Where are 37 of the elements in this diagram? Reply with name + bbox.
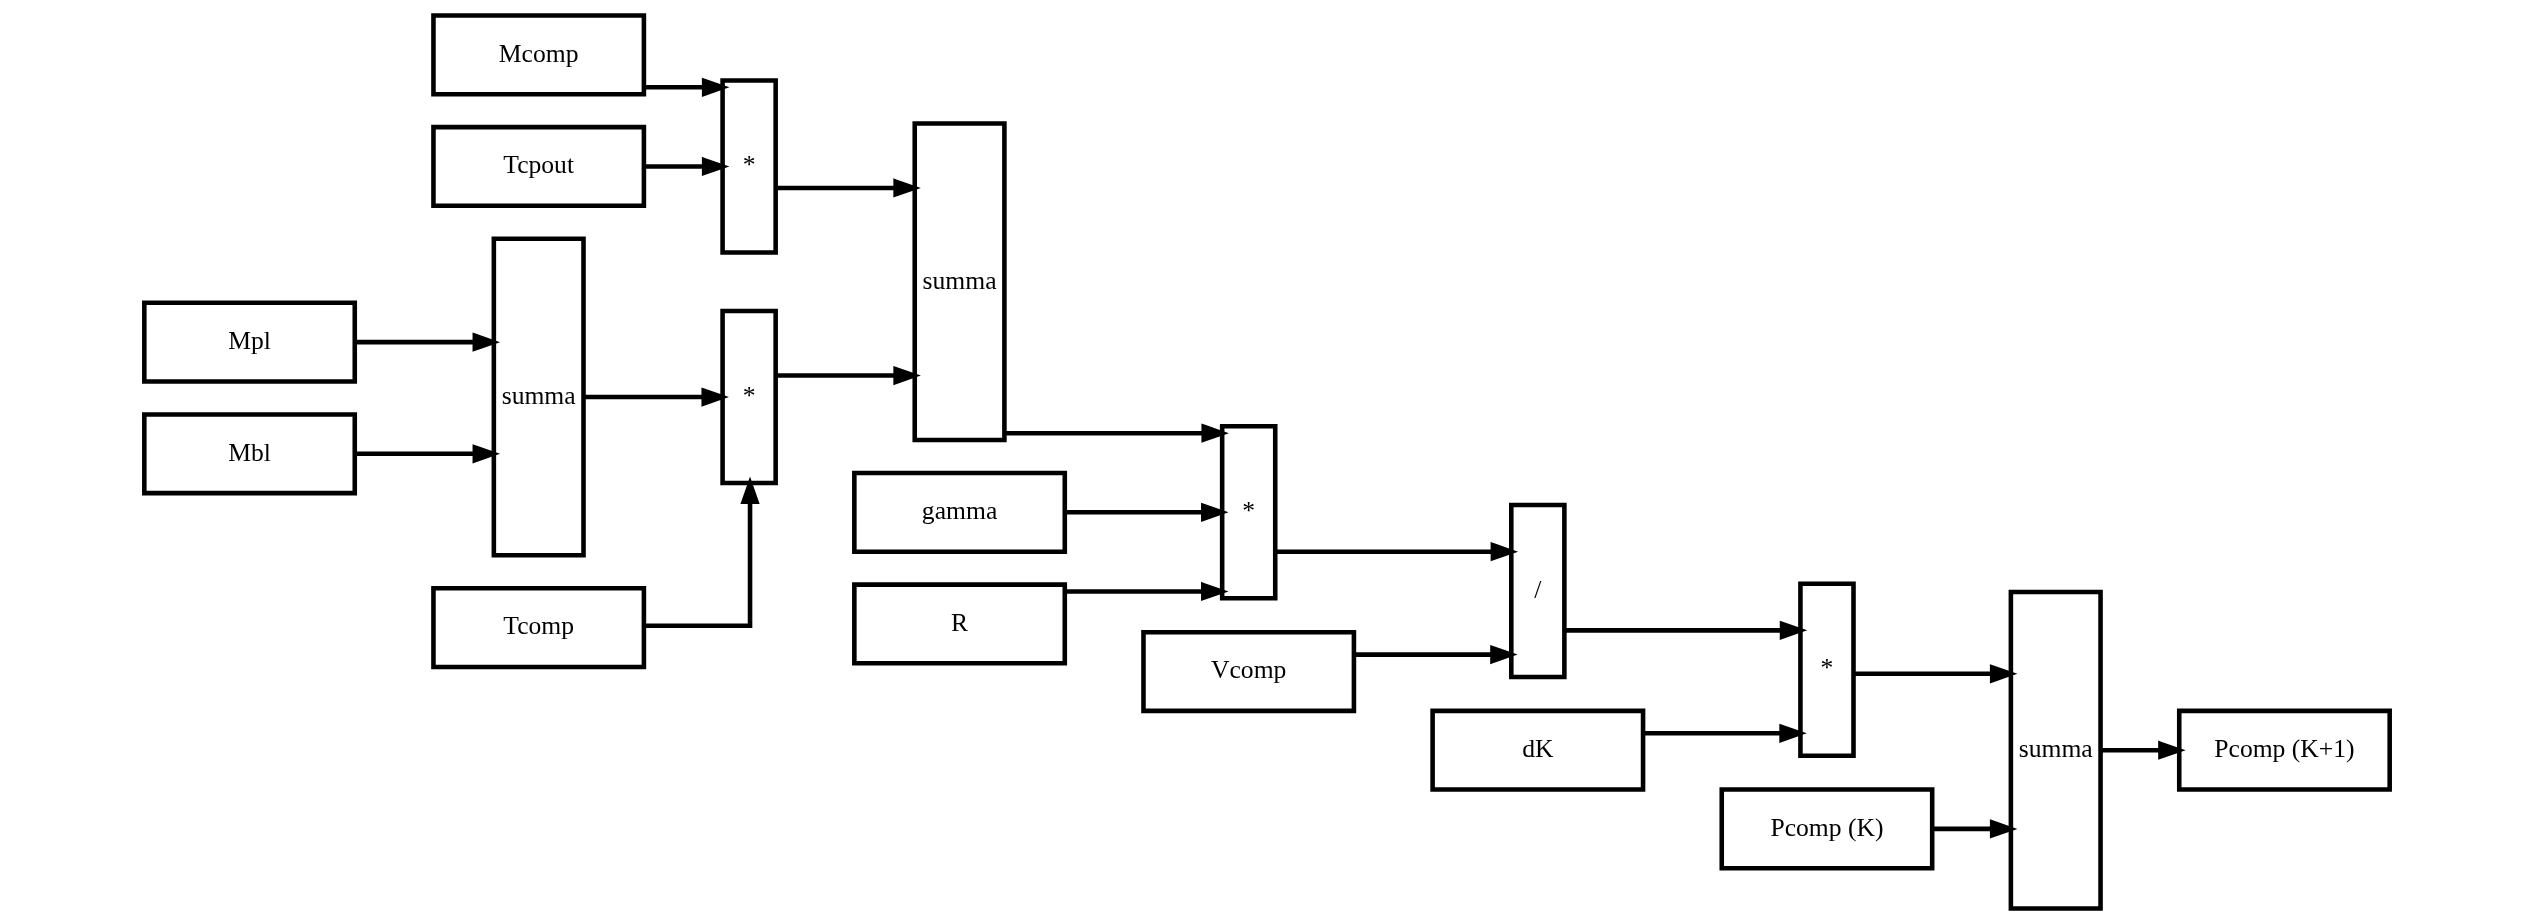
arrow: [1853, 664, 2017, 684]
arrow: [2100, 740, 2186, 760]
arrow: [1354, 645, 1518, 665]
node-box: gamma: [851, 470, 1067, 554]
node-box: Mbl: [141, 412, 357, 496]
node-box: Tcpout: [430, 124, 646, 209]
node-box: Tcomp: [430, 586, 646, 670]
node-box: *: [719, 78, 778, 255]
arrow: [1004, 423, 1229, 443]
node-box: Mpl: [141, 300, 357, 384]
arrow: [1065, 502, 1229, 522]
node-box: Pcomp (K+1): [2176, 708, 2392, 792]
node-box: *: [1219, 424, 1277, 601]
node-box: *: [719, 308, 778, 486]
arrow: [643, 156, 729, 177]
arrow: [355, 332, 500, 352]
node-box: Pcomp (K): [1718, 787, 1934, 871]
node-box: Mcomp: [430, 13, 646, 97]
arrow: [643, 476, 760, 629]
node-box: dK: [1429, 708, 1645, 792]
node-box: Vcomp: [1140, 629, 1356, 714]
arrow: [1564, 620, 1807, 640]
node-box: R: [851, 582, 1067, 666]
arrow: [1274, 542, 1518, 562]
node-box: *: [1797, 581, 1856, 758]
arrow: [775, 178, 921, 198]
node-box: /: [1508, 502, 1567, 680]
arrow: [775, 365, 921, 386]
node-box: summa: [2008, 589, 2103, 911]
arrow: [355, 444, 500, 464]
node-box: summa: [491, 236, 586, 558]
arrow: [583, 387, 729, 407]
arrow: [1932, 819, 2017, 839]
arrow: [1643, 723, 1807, 743]
node-box: summa: [911, 121, 1007, 443]
arrow: [643, 77, 729, 97]
arrow: [1065, 581, 1229, 602]
